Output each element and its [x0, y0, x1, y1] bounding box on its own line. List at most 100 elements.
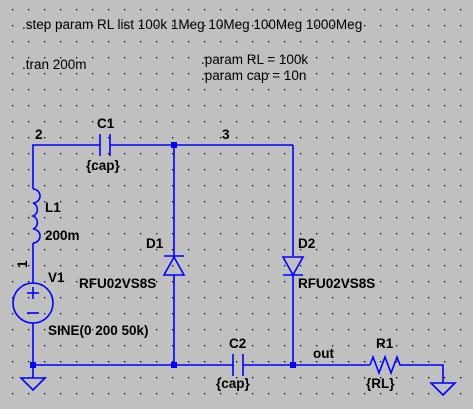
- grid-dot: [316, 105, 318, 107]
- grid-dot: [140, 329, 142, 331]
- grid-dot: [172, 25, 174, 27]
- grid-dot: [204, 201, 206, 203]
- voltage-source-v1[interactable]: [12, 282, 54, 324]
- grid-dot: [12, 25, 14, 27]
- grid-dot: [268, 89, 270, 91]
- grid-dot: [172, 89, 174, 91]
- c2-ref: C2: [229, 336, 246, 351]
- grid-dot: [444, 169, 446, 171]
- grid-dot: [156, 361, 158, 363]
- tran-directive[interactable]: .tran 200m: [22, 57, 87, 72]
- grid-dot: [60, 361, 62, 363]
- grid-dot: [44, 361, 46, 363]
- grid-dot: [172, 41, 174, 43]
- grid-dot: [332, 41, 334, 43]
- capacitor-c1[interactable]: [99, 134, 111, 156]
- grid-dot: [332, 265, 334, 267]
- grid-dot: [188, 265, 190, 267]
- grid-dot: [396, 57, 398, 59]
- grid-dot: [428, 217, 430, 219]
- grid-dot: [188, 329, 190, 331]
- grid-dot: [204, 89, 206, 91]
- grid-dot: [28, 393, 30, 395]
- grid-dot: [268, 185, 270, 187]
- wire-n2[interactable]: [32, 144, 100, 189]
- ground-v1[interactable]: [19, 377, 47, 392]
- grid-dot: [252, 185, 254, 187]
- grid-dot: [412, 121, 414, 123]
- grid-dot: [428, 233, 430, 235]
- grid-dot: [332, 393, 334, 395]
- grid-dot: [28, 297, 30, 299]
- grid-dot: [460, 233, 462, 235]
- grid-dot: [204, 185, 206, 187]
- grid-dot: [460, 121, 462, 123]
- grid-dot: [92, 249, 94, 251]
- grid-dot: [412, 393, 414, 395]
- grid-dot: [396, 169, 398, 171]
- grid-dot: [316, 41, 318, 43]
- junction-dot: [290, 362, 296, 368]
- ground-r1[interactable]: [429, 382, 457, 397]
- diode-d1[interactable]: [162, 255, 186, 276]
- resistor-r1[interactable]: [369, 354, 403, 376]
- grid-dot: [428, 73, 430, 75]
- grid-dot: [316, 313, 318, 315]
- grid-dot: [76, 329, 78, 331]
- grid-dot: [236, 121, 238, 123]
- inductor-l1[interactable]: [30, 188, 41, 244]
- grid-dot: [76, 249, 78, 251]
- diode-d2[interactable]: [281, 256, 305, 277]
- grid-dot: [236, 377, 238, 379]
- param-cap-directive[interactable]: .param cap = 10n: [201, 68, 306, 83]
- grid-dot: [76, 393, 78, 395]
- grid-dot: [60, 313, 62, 315]
- grid-dot: [252, 265, 254, 267]
- grid-dot: [204, 297, 206, 299]
- grid-dot: [220, 233, 222, 235]
- grid-dot: [12, 233, 14, 235]
- wire-r1-gnd[interactable]: [403, 364, 444, 383]
- grid-dot: [268, 137, 270, 139]
- grid-dot: [284, 153, 286, 155]
- grid-dot: [156, 41, 158, 43]
- grid-dot: [332, 249, 334, 251]
- grid-dot: [300, 377, 302, 379]
- grid-dot: [12, 265, 14, 267]
- grid-dot: [44, 25, 46, 27]
- grid-dot: [444, 25, 446, 27]
- grid-dot: [268, 393, 270, 395]
- grid-dot: [444, 185, 446, 187]
- grid-dot: [12, 153, 14, 155]
- grid-dot: [428, 249, 430, 251]
- grid-dot: [268, 9, 270, 11]
- capacitor-c2[interactable]: [232, 354, 244, 376]
- grid-dot: [220, 185, 222, 187]
- source-circle: [12, 282, 54, 324]
- grid-dot: [252, 25, 254, 27]
- grid-dot: [236, 169, 238, 171]
- grid-dot: [236, 313, 238, 315]
- grid-dot: [300, 9, 302, 11]
- grid-dot: [348, 361, 350, 363]
- grid-dot: [124, 89, 126, 91]
- grid-dot: [156, 393, 158, 395]
- grid-dot: [444, 249, 446, 251]
- grid-dot: [12, 313, 14, 315]
- grid-dot: [364, 281, 366, 283]
- param-rl-directive[interactable]: .param RL = 100k: [201, 52, 308, 67]
- grid-dot: [44, 249, 46, 251]
- grid-dot: [236, 361, 238, 363]
- grid-dot: [252, 73, 254, 75]
- grid-dot: [236, 217, 238, 219]
- grid-dot: [316, 73, 318, 75]
- grid-dot: [332, 169, 334, 171]
- grid-dot: [108, 41, 110, 43]
- grid-dot: [204, 169, 206, 171]
- grid-dot: [124, 377, 126, 379]
- grid-dot: [300, 281, 302, 283]
- step-directive[interactable]: .step param RL list 100k 1Meg 10Meg 100M…: [22, 17, 362, 32]
- grid-dot: [220, 313, 222, 315]
- grid-dot: [188, 73, 190, 75]
